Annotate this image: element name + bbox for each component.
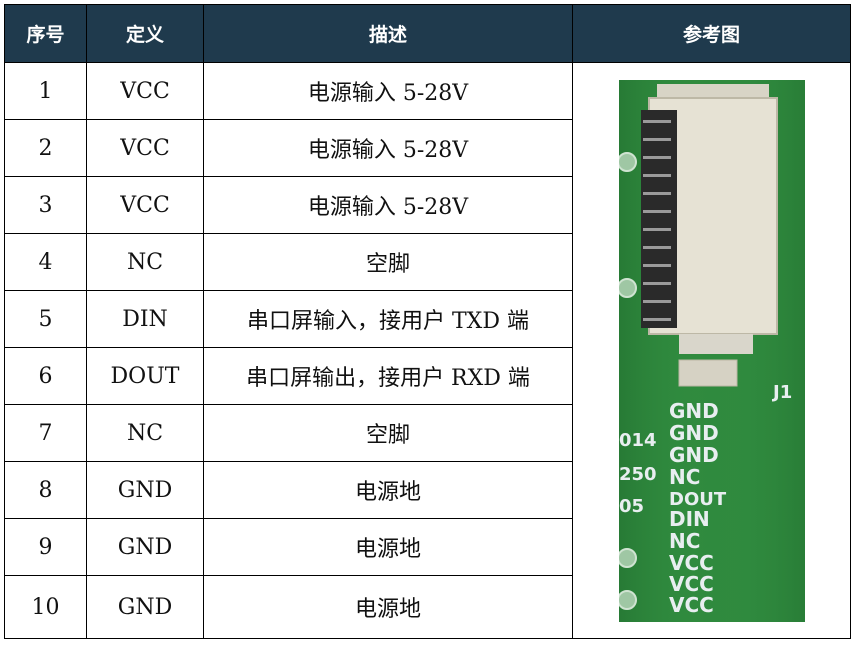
pin-description: 串口屏输出，接用户 RXD 端	[203, 347, 573, 405]
pin-definition: NC	[86, 233, 204, 291]
pin-number: 2	[4, 119, 87, 177]
table-row: 8 GND 电源地	[4, 461, 851, 519]
pin-silk-label: NC	[669, 529, 700, 553]
pin-silk-label: GND	[669, 443, 719, 467]
pin-description: 空脚	[203, 233, 573, 291]
header-description: 描述	[203, 4, 573, 63]
header-reference-image: 参考图	[572, 4, 851, 63]
pin-definition: VCC	[86, 62, 204, 120]
table-row: 6 DOUT 串口屏输出，接用户 RXD 端	[4, 347, 851, 405]
connector-top-latch	[656, 83, 769, 98]
pin-definition: GND	[86, 518, 204, 576]
pin-description: 电源地	[203, 461, 573, 519]
table-row: 7 NC 空脚	[4, 404, 851, 462]
pin-silk-label: VCC	[669, 551, 714, 575]
connector-bottom-tab	[678, 333, 753, 354]
pin-silkscreen-labels: GND GND GND NC DOUT DIN NC VCC VCC VCC	[669, 399, 727, 617]
pin-number: 7	[4, 404, 87, 462]
pin-description: 电源地	[203, 518, 573, 576]
pin-definition: VCC	[86, 119, 204, 177]
side-mark: 014	[619, 430, 657, 451]
pcb-photo: J1 014 250 05 GND GND GND NC DOUT DIN	[618, 79, 805, 622]
pin-description: 电源地	[203, 575, 573, 639]
table-row: 3 VCC 电源输入 5-28V	[4, 176, 851, 234]
pin-number: 5	[4, 290, 87, 348]
reference-image-cell: J1 014 250 05 GND GND GND NC DOUT DIN	[572, 62, 851, 639]
table-row: 9 GND 电源地	[4, 518, 851, 576]
via-hole	[618, 277, 637, 298]
pin-definition: DIN	[86, 290, 204, 348]
pin-definition: GND	[86, 575, 204, 639]
pin-silk-label: DOUT	[669, 489, 727, 510]
pin-definition: VCC	[86, 176, 204, 234]
pin-description: 电源输入 5-28V	[203, 119, 573, 177]
pin-description: 串口屏输入，接用户 TXD 端	[203, 290, 573, 348]
connector-label: J1	[771, 382, 792, 403]
pin-number: 10	[4, 575, 87, 639]
table-row: 10 GND 电源地	[4, 575, 851, 639]
pin-definition-table: 序号 定义 描述 参考图 1 VCC 电源输入 5-28V	[4, 4, 851, 639]
pin-number: 3	[4, 176, 87, 234]
table-header-row: 序号 定义 描述 参考图	[4, 4, 851, 63]
pin-silk-label: VCC	[669, 593, 714, 617]
pin-definition: GND	[86, 461, 204, 519]
pin-definition: NC	[86, 404, 204, 462]
via-hole	[618, 547, 637, 568]
header-definition: 定义	[86, 4, 204, 63]
pin-number: 9	[4, 518, 87, 576]
pin-description: 电源输入 5-28V	[203, 176, 573, 234]
table-row: 1 VCC 电源输入 5-28V	[4, 62, 851, 639]
connector-pins	[642, 119, 671, 321]
pcb-reference-image: J1 014 250 05 GND GND GND NC DOUT DIN	[618, 79, 805, 622]
table-row: 2 VCC 电源输入 5-28V	[4, 119, 851, 177]
side-mark: 250	[619, 464, 657, 485]
solder-pad	[678, 359, 737, 386]
pin-description: 电源输入 5-28V	[203, 62, 573, 120]
pin-number: 1	[4, 62, 87, 120]
pin-silk-label: NC	[669, 465, 700, 489]
side-mark: 05	[619, 496, 644, 517]
pin-silk-label: GND	[669, 399, 719, 423]
pin-silk-label: GND	[669, 421, 719, 445]
table-row: 4 NC 空脚	[4, 233, 851, 291]
pin-number: 8	[4, 461, 87, 519]
pin-number: 4	[4, 233, 87, 291]
header-index: 序号	[4, 4, 87, 63]
pin-silk-label: VCC	[669, 572, 714, 596]
pin-number: 6	[4, 347, 87, 405]
via-hole	[618, 151, 637, 172]
via-hole	[618, 589, 637, 610]
pin-description: 空脚	[203, 404, 573, 462]
pin-definition: DOUT	[86, 347, 204, 405]
fpc-connector-slot	[640, 109, 677, 328]
pin-silk-label: DIN	[669, 507, 710, 531]
